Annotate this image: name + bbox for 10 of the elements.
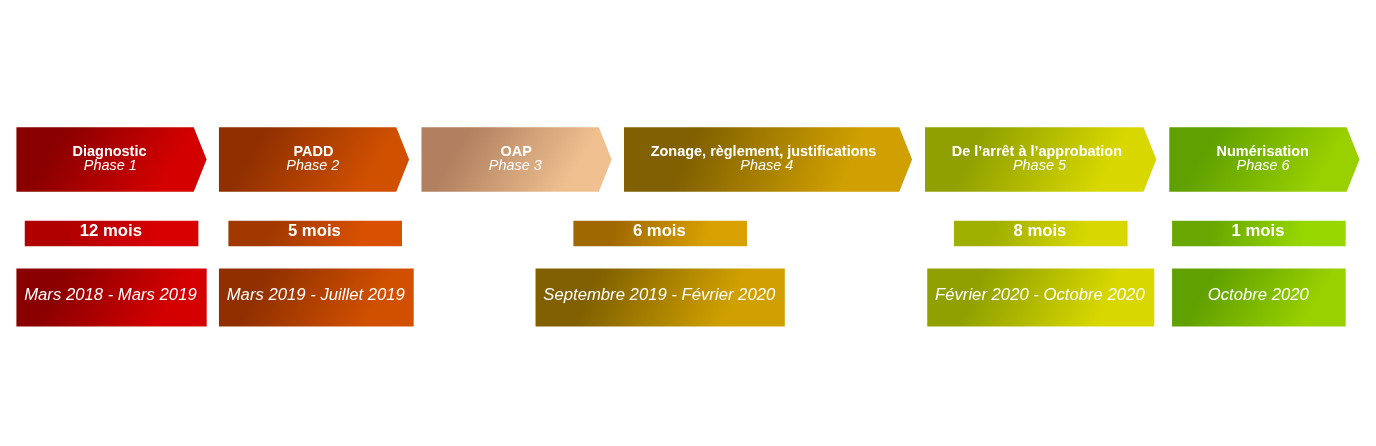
node-box: 6 mois <box>571 218 750 249</box>
node-box: 12 mois <box>22 218 201 249</box>
node-box: Octobre 2020 <box>1169 265 1348 329</box>
node-box: 1 mois <box>1169 218 1348 249</box>
node-box: 5 mois <box>226 218 405 249</box>
node-box: 8 mois <box>951 218 1130 249</box>
node-box: Mars 2018 - Mars 2019 <box>14 265 209 329</box>
node-box: Mars 2019 - Juillet 2019 <box>216 265 416 329</box>
node-box: Février 2020 - Octobre 2020 <box>925 265 1157 329</box>
node-box: Septembre 2019 - Février 2020 <box>533 265 788 329</box>
